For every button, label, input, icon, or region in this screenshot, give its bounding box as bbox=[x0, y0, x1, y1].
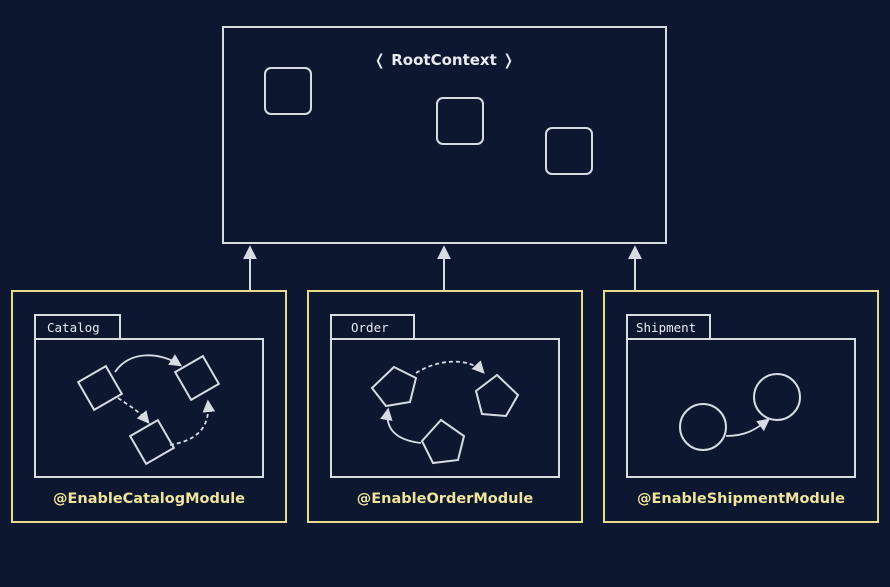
dependency-arrow bbox=[415, 360, 485, 374]
component-circle bbox=[679, 403, 727, 451]
dependency-arrow bbox=[117, 397, 150, 424]
module-annotation: @EnableShipmentModule bbox=[637, 491, 845, 507]
shipment-module: Shipment @EnableShipmentModule bbox=[603, 290, 879, 523]
bean-square bbox=[436, 97, 484, 145]
root-context-box: ❬ RootContext ❭ bbox=[222, 26, 667, 244]
folder-body bbox=[34, 338, 264, 478]
module-annotation: @EnableCatalogModule bbox=[53, 491, 245, 507]
dependency-arrow bbox=[725, 418, 770, 437]
component-pentagon bbox=[420, 418, 466, 465]
module-annotation: @EnableOrderModule bbox=[357, 491, 534, 507]
module-border bbox=[307, 290, 583, 523]
component-circle bbox=[753, 373, 801, 421]
dependency-arrow bbox=[114, 354, 183, 373]
component-pentagon bbox=[370, 365, 418, 408]
folder-label: Shipment bbox=[636, 320, 696, 335]
folder-tab bbox=[330, 314, 415, 339]
folder-label: Order bbox=[351, 320, 389, 335]
folder-body bbox=[330, 338, 560, 478]
component-square bbox=[128, 418, 176, 466]
folder-body bbox=[626, 338, 856, 478]
component-square bbox=[76, 364, 124, 412]
dependency-arrow bbox=[380, 407, 422, 444]
module-to-root-arrows bbox=[243, 245, 642, 290]
root-context-title: ❬ RootContext ❭ bbox=[373, 51, 514, 69]
folder-tab bbox=[34, 314, 121, 339]
folder-tab bbox=[626, 314, 711, 339]
module-border bbox=[11, 290, 287, 523]
order-module: Order @EnableOrderModule bbox=[307, 290, 583, 523]
component-square bbox=[173, 354, 221, 402]
bean-square bbox=[545, 127, 593, 175]
module-border bbox=[603, 290, 879, 523]
component-pentagon bbox=[474, 373, 520, 418]
catalog-module: Catalog @EnableCatalogModule bbox=[11, 290, 287, 523]
dependency-arrow bbox=[169, 399, 216, 446]
folder-label: Catalog bbox=[47, 320, 100, 335]
bean-square bbox=[264, 67, 312, 115]
